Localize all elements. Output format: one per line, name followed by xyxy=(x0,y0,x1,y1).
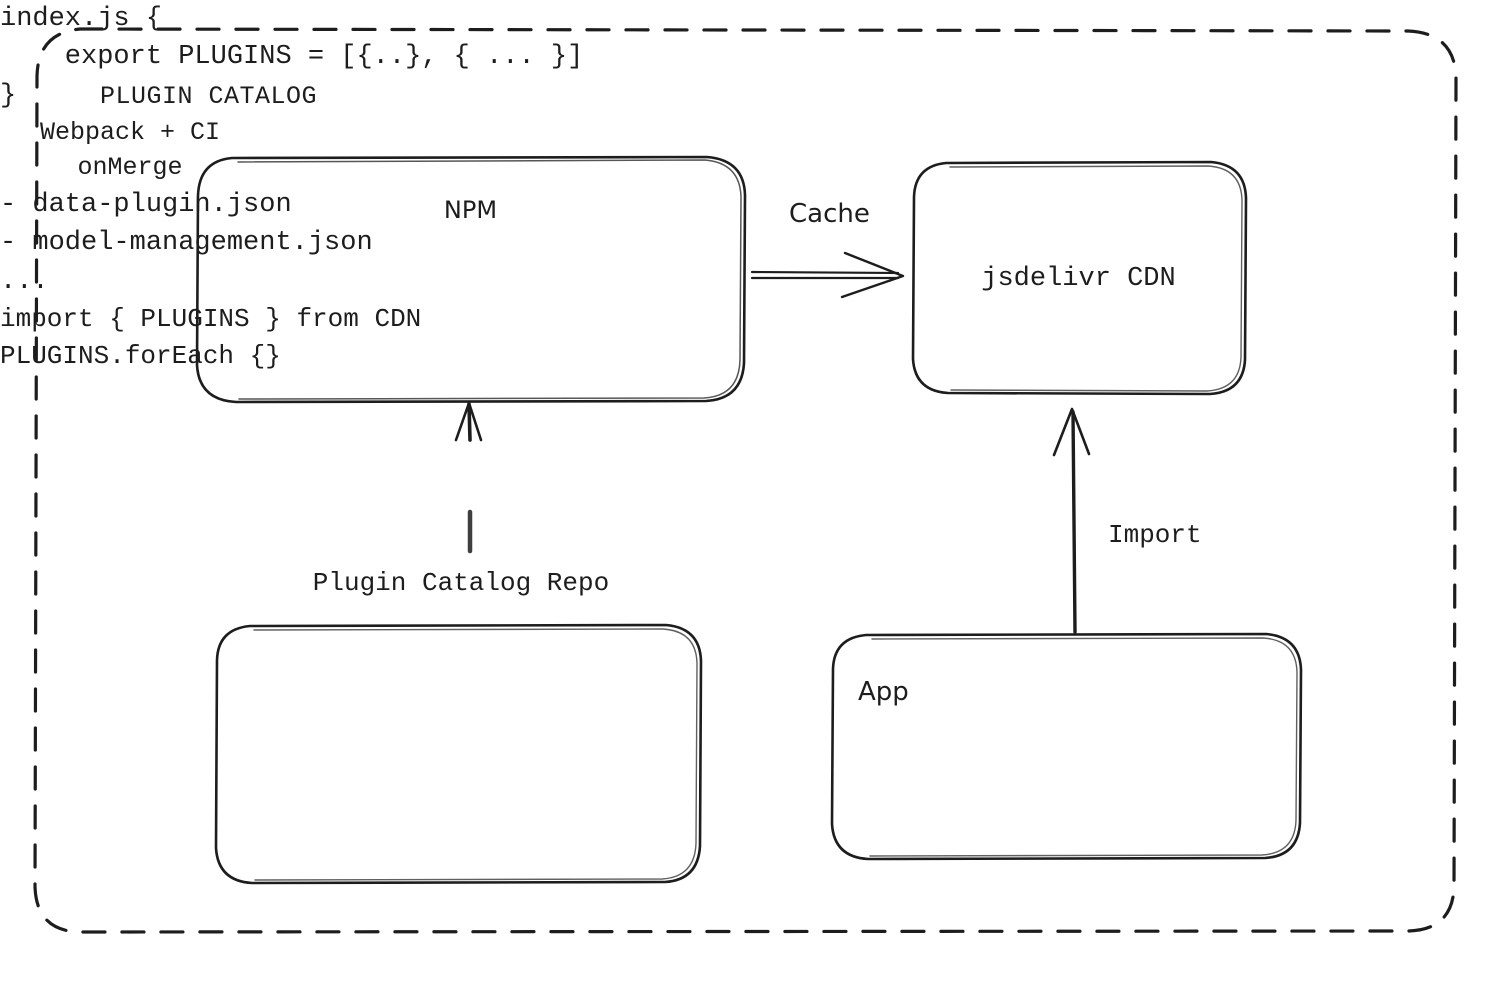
repo-node-caption: Plugin Catalog Repo xyxy=(312,568,610,598)
npm-box-outline-sketch2 xyxy=(237,159,742,400)
import-arrow-head xyxy=(1052,407,1091,457)
import-arrow-shaft xyxy=(1071,410,1077,634)
repo-box-outline xyxy=(214,623,703,885)
webpack-arrow-shaft-upper xyxy=(467,402,472,442)
npm-code-line-3: } xyxy=(0,80,17,111)
cache-edge-label: Cache xyxy=(789,199,870,229)
webpack-arrow-head xyxy=(454,401,483,442)
import-edge-label: Import xyxy=(1108,520,1202,550)
npm-code-line-1: index.js { xyxy=(0,4,163,34)
npm-box-outline xyxy=(195,155,747,404)
repo-list-item-2: - model-management.json xyxy=(0,228,373,259)
app-box-outline xyxy=(830,632,1303,861)
app-code-block: import { PLUGINS } from CDN PLUGINS.forE… xyxy=(0,301,1506,375)
cdn-box-outline xyxy=(911,160,1248,396)
npm-code-block: index.js { export PLUGINS = [{..}, { ...… xyxy=(0,0,1506,115)
app-node-title: App xyxy=(858,677,909,707)
webpack-edge-label-line-1: Webpack + CI xyxy=(39,117,221,147)
app-code-line-1: import { PLUGINS } from CDN xyxy=(0,303,422,334)
group-container-border xyxy=(33,27,1458,934)
app-box-outline-sketch2 xyxy=(869,637,1298,857)
repo-items-list: - data-plugin.json - model-management.js… xyxy=(0,186,1506,301)
cdn-node-title: jsdelivr CDN xyxy=(981,264,1176,294)
npm-node-title: NPM xyxy=(443,196,498,224)
repo-box-outline-sketch2 xyxy=(253,628,698,881)
repo-list-item-3: ... xyxy=(0,266,49,297)
repo-list-item-1: - data-plugin.json xyxy=(0,189,292,220)
npm-code-line-2: export PLUGINS = [{..}, { ... }] xyxy=(0,42,584,73)
cdn-box-outline-sketch2 xyxy=(949,165,1243,392)
cache-arrow-head xyxy=(840,251,905,299)
webpack-edge-label-line-2: onMerge xyxy=(77,153,183,183)
app-code-line-2: PLUGINS.forEach {} xyxy=(0,340,281,371)
webpack-edge-label: Webpack + CI onMerge xyxy=(0,115,260,186)
group-title: PLUGIN CATALOG xyxy=(100,82,318,111)
cache-arrow-line-top xyxy=(750,270,900,275)
